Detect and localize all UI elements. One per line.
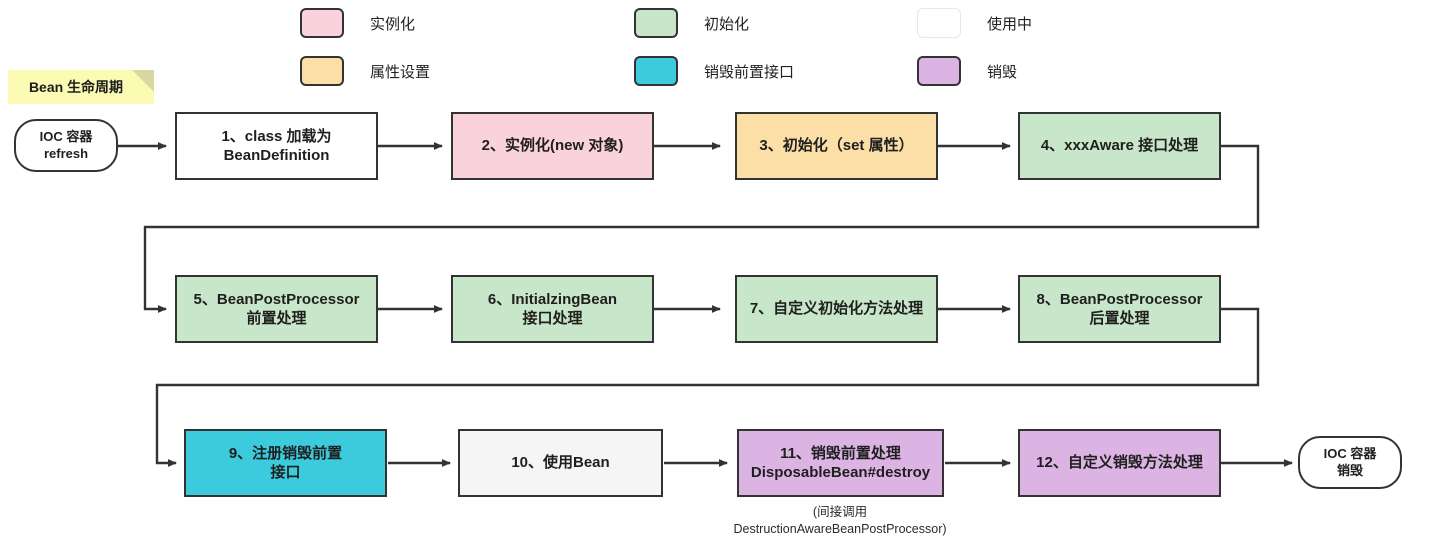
legend-swatch-instantiate: [300, 8, 344, 38]
diagram-title-note: Bean 生命周期: [8, 70, 154, 104]
legend-item-destroy: 销毁: [917, 56, 1017, 86]
legend-label-destroy: 销毁: [987, 63, 1018, 81]
node-step-2: 2、实例化(new 对象): [451, 112, 654, 180]
node-step-10: 10、使用Bean: [458, 429, 663, 497]
note-fold-corner: [132, 70, 154, 92]
legend-label-instantiate: 实例化: [370, 15, 416, 33]
legend-swatch-property-set: [300, 56, 344, 86]
legend-swatch-in-use: [917, 8, 961, 38]
node-ioc-destroy: IOC 容器 销毁: [1298, 436, 1402, 489]
node-step-11: 11、销毁前置处理 DisposableBean#destroy: [737, 429, 944, 497]
legend-label-initialize: 初始化: [704, 15, 750, 33]
legend-item-property-set: 属性设置: [300, 56, 430, 86]
node-step-1: 1、class 加载为 BeanDefinition: [175, 112, 378, 180]
legend-item-predestroy-interface: 销毁前置接口: [634, 56, 794, 86]
legend-item-instantiate: 实例化: [300, 8, 415, 38]
node-step-4: 4、xxxAware 接口处理: [1018, 112, 1221, 180]
node-step-6: 6、InitialzingBean 接口处理: [451, 275, 654, 343]
legend-swatch-initialize: [634, 8, 678, 38]
node-step-8: 8、BeanPostProcessor 后置处理: [1018, 275, 1221, 343]
legend-item-in-use: 使用中: [917, 8, 1032, 38]
legend-item-initialize: 初始化: [634, 8, 749, 38]
legend-label-predestroy-interface: 销毁前置接口: [704, 63, 795, 81]
node-step-5: 5、BeanPostProcessor 前置处理: [175, 275, 378, 343]
legend-label-property-set: 属性设置: [370, 63, 431, 81]
node-step-12: 12、自定义销毁方法处理: [1018, 429, 1221, 497]
node-step-7: 7、自定义初始化方法处理: [735, 275, 938, 343]
legend-swatch-destroy: [917, 56, 961, 86]
node-step-9: 9、注册销毁前置 接口: [184, 429, 387, 497]
node-step-3: 3、初始化（set 属性）: [735, 112, 938, 180]
annotation-destroy-note: (间接调用 DestructionAwareBeanPostProcessor): [733, 505, 947, 536]
node-ioc-refresh: IOC 容器 refresh: [14, 119, 118, 172]
legend-label-in-use: 使用中: [987, 15, 1033, 33]
legend-swatch-predestroy-interface: [634, 56, 678, 86]
diagram-title-text: Bean 生命周期: [28, 79, 124, 95]
